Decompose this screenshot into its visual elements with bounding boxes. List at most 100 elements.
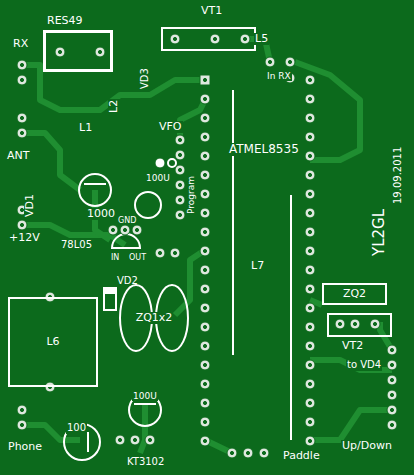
solder-pad <box>200 246 210 256</box>
component-outline: VT2 <box>327 313 392 337</box>
pad-hole <box>111 228 114 231</box>
pad-hole <box>20 408 23 411</box>
solder-pad <box>132 225 142 235</box>
component-label: VFO <box>158 121 183 133</box>
regulator-outline <box>112 234 140 248</box>
component-label: VT2 <box>341 340 364 352</box>
pad-hole <box>243 37 246 40</box>
solder-pad <box>305 436 315 446</box>
pad-hole <box>123 228 126 231</box>
solder-pad <box>17 405 27 415</box>
solder-pad <box>17 220 27 230</box>
solder-pad <box>200 322 210 332</box>
component-outline: L6 <box>8 297 98 387</box>
component-label: OUT <box>128 254 147 262</box>
solder-pad <box>17 60 27 70</box>
pad-hole <box>135 228 138 231</box>
pad-hole <box>203 154 206 157</box>
diode-outline <box>104 288 116 310</box>
solder-pad <box>227 448 237 458</box>
pad-hole <box>178 153 181 156</box>
pad-hole <box>203 230 206 233</box>
pad-hole <box>178 168 181 171</box>
component-outline: RES49 <box>43 30 113 72</box>
pad-hole <box>20 116 23 119</box>
pad-hole <box>173 37 176 40</box>
solder-pad <box>305 417 315 427</box>
solder-pad <box>200 189 210 199</box>
component-label: L1 <box>78 122 93 134</box>
pad-hole <box>308 287 311 290</box>
solder-pad <box>95 47 105 57</box>
pad-hole <box>203 249 206 252</box>
transistor-outline <box>162 28 255 50</box>
solder-pad <box>200 417 210 427</box>
pad-hole <box>308 268 311 271</box>
pad-hole <box>338 322 341 325</box>
pad-hole <box>308 382 311 385</box>
pad-hole <box>173 251 176 254</box>
rotated-label: YL2GL <box>372 208 388 257</box>
component-label: Paddle <box>282 450 321 462</box>
solder-pad <box>305 360 315 370</box>
copper-traces <box>22 39 392 453</box>
solder-pad <box>305 132 315 142</box>
component-label: L7 <box>250 260 265 272</box>
component-label: RES49 <box>46 15 84 27</box>
component-label: 78L05 <box>60 240 93 251</box>
solder-pad <box>55 47 65 57</box>
solder-pad <box>305 303 315 313</box>
solder-pad <box>285 57 295 67</box>
pad-hole <box>308 230 311 233</box>
pad-hole <box>133 438 136 441</box>
rotated-label: VD1 <box>24 193 36 218</box>
solder-pad <box>305 170 315 180</box>
solder-pad <box>130 435 140 445</box>
solder-pad <box>200 303 210 313</box>
pad-hole <box>203 325 206 328</box>
pad-hole <box>390 393 393 396</box>
rotated-label: 19.09.2011 <box>393 146 404 205</box>
pad-hole <box>308 116 311 119</box>
solder-pad <box>305 284 315 294</box>
solder-pad <box>200 208 210 218</box>
solder-pad <box>145 435 155 445</box>
capacitor-mark <box>84 183 106 185</box>
pads <box>17 34 397 458</box>
solder-pad <box>305 398 315 408</box>
pad-hole <box>308 173 311 176</box>
solder-pad <box>305 151 315 161</box>
solder-pad <box>387 360 397 370</box>
pad-hole <box>203 135 206 138</box>
pad-hole <box>98 50 101 53</box>
component-label: 100 <box>66 423 87 434</box>
pad-hole <box>203 173 206 176</box>
solder-pad <box>200 113 210 123</box>
pad-hole <box>203 211 206 214</box>
pad-hole <box>373 322 376 325</box>
component-outline: ZQ2 <box>322 283 387 305</box>
component-label: VT1 <box>200 5 223 17</box>
solder-pad <box>305 113 315 123</box>
component-label: L6 <box>45 336 60 348</box>
solder-pad <box>305 94 315 104</box>
solder-pad <box>305 322 315 332</box>
solder-pad <box>305 246 315 256</box>
solder-pad <box>155 248 165 258</box>
solder-pad <box>305 75 315 85</box>
solder-pad <box>17 420 27 430</box>
pad-hole <box>178 213 181 216</box>
solder-pad <box>350 319 360 329</box>
capacitor-mark <box>134 403 156 405</box>
pad-hole <box>178 183 181 186</box>
component-label: ANT <box>6 150 30 162</box>
pad-hole <box>390 378 393 381</box>
rotated-label: Program <box>187 175 196 215</box>
pad-hole <box>390 363 393 366</box>
solder-pad <box>305 379 315 389</box>
solder-pad <box>200 379 210 389</box>
pad-hole <box>390 408 393 411</box>
pad-hole <box>308 420 311 423</box>
rotated-label: L2 <box>108 99 120 114</box>
solder-pad <box>200 151 210 161</box>
